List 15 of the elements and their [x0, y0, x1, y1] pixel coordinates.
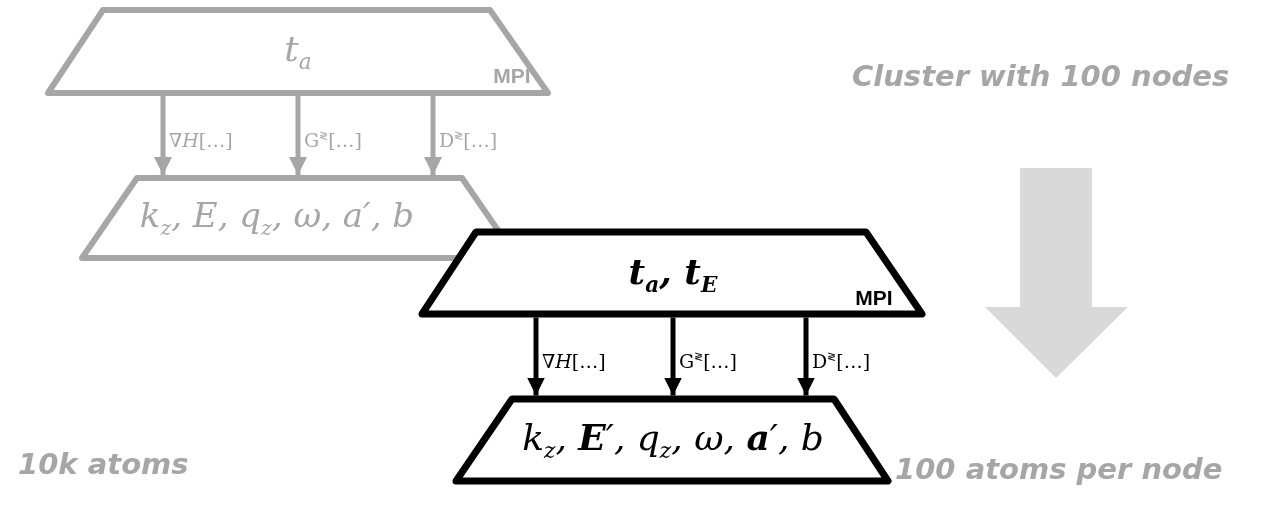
arrow	[664, 317, 682, 396]
edge-label: D$^{≷}$[…]	[438, 128, 499, 151]
arrow	[154, 96, 172, 175]
annotation-text: Cluster with 100 nodes	[852, 62, 1230, 91]
edge-label: G$^{≷}$[…]	[678, 349, 738, 372]
arrow	[424, 96, 442, 175]
edge-label: D$^{≷}$[…]	[811, 349, 872, 372]
formula-text: k$_{z}$, E, q$_{z}$, ω, a′, b	[139, 197, 415, 239]
arrow	[527, 317, 545, 396]
mpi-label: MPI	[493, 64, 531, 86]
arrow	[289, 96, 307, 175]
formula-text: t$_{a}$	[284, 31, 312, 73]
annotation-text: 10k atoms	[18, 450, 189, 479]
edge-label: G$^{≷}$[…]	[303, 128, 363, 151]
arrow	[797, 317, 815, 396]
